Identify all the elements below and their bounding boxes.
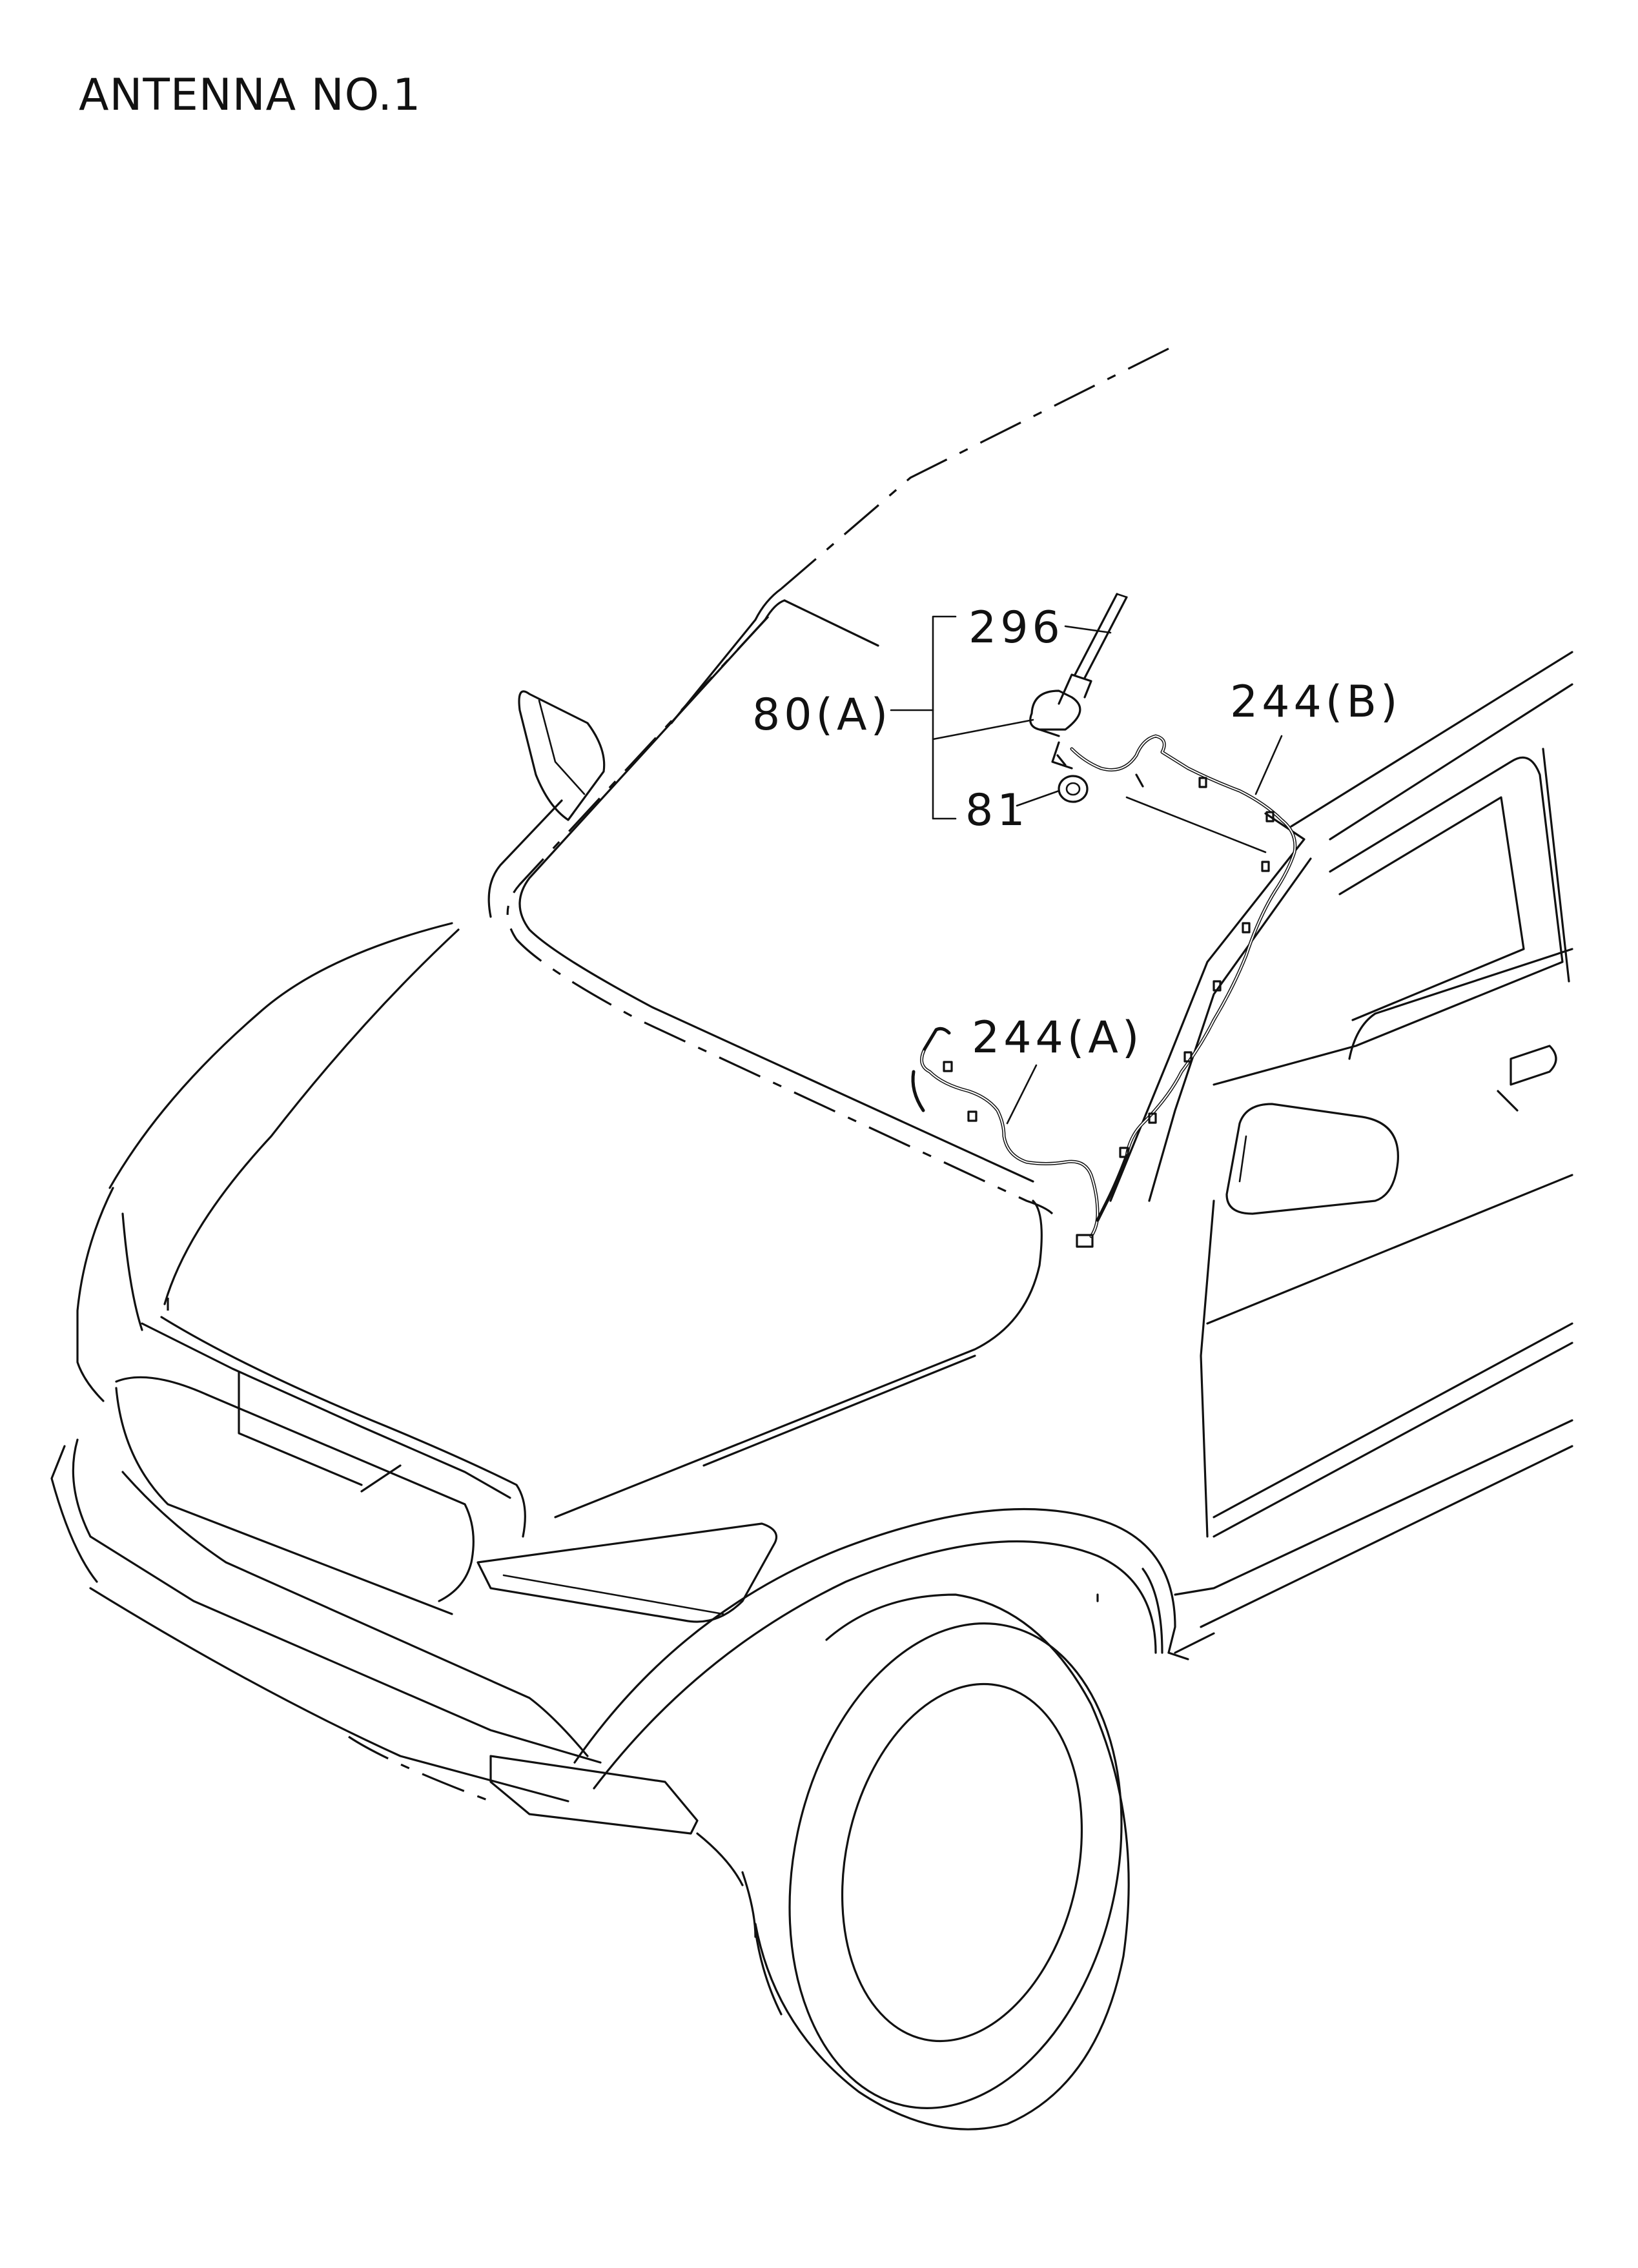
front-wheel (754, 1593, 1130, 2130)
cable-244b (1070, 734, 1297, 1158)
roof-outline (670, 347, 1573, 841)
cable-244a (911, 1027, 1129, 1248)
callout-244a: 244(A) (972, 1012, 1143, 1063)
callout-296: 296 (968, 602, 1064, 653)
antenna-nut (1058, 775, 1089, 803)
front-grille-bumper (50, 1187, 602, 1803)
right-mirror (1225, 1103, 1399, 1215)
callout-bracket (890, 615, 1034, 820)
fog-light (489, 1755, 757, 1938)
hood (108, 922, 1043, 1538)
headlight (476, 1522, 778, 1623)
page-title: ANTENNA NO.1 (79, 70, 422, 121)
a-pillar-and-door (1109, 748, 1573, 1628)
callout-81: 81 (965, 785, 1029, 836)
callout-80a: 80(A) (752, 690, 892, 741)
antenna-assembly (1029, 593, 1128, 770)
callout-leaders (1006, 625, 1283, 1125)
fender-wheel-arch (573, 1507, 1215, 1790)
callout-244b: 244(B) (1230, 677, 1402, 728)
